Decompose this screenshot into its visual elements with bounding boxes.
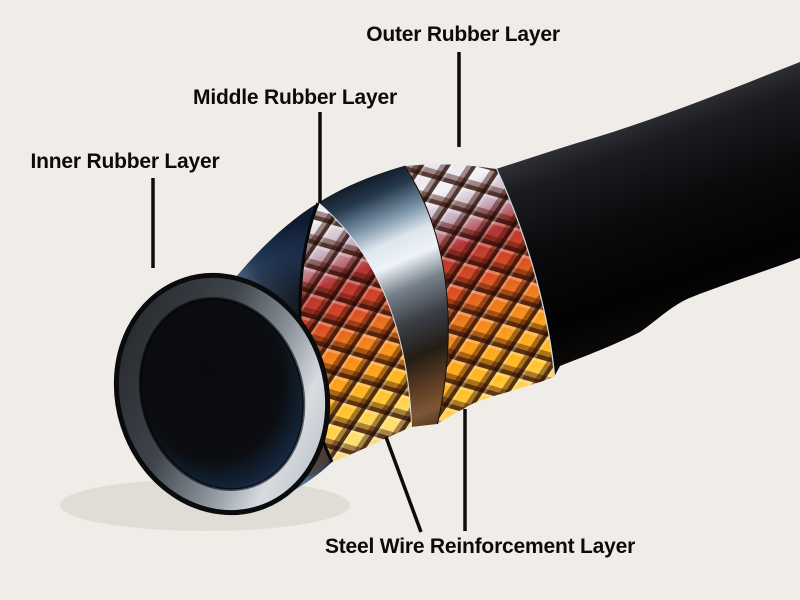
- label-middle-rubber-layer: Middle Rubber Layer: [193, 86, 397, 109]
- label-steel-wire-reinforcement-layer: Steel Wire Reinforcement Layer: [324, 535, 636, 558]
- middle-rubber-layer-band: [318, 166, 448, 427]
- label-inner-rubber-layer: Inner Rubber Layer: [30, 150, 220, 173]
- label-outer-rubber-layer: Outer Rubber Layer: [366, 23, 560, 46]
- braid-layer-2: [404, 164, 554, 424]
- leader-line-steel-wire-1: [384, 436, 423, 533]
- tube-bore: [138, 296, 306, 492]
- outer-rubber-layer: [496, 62, 800, 377]
